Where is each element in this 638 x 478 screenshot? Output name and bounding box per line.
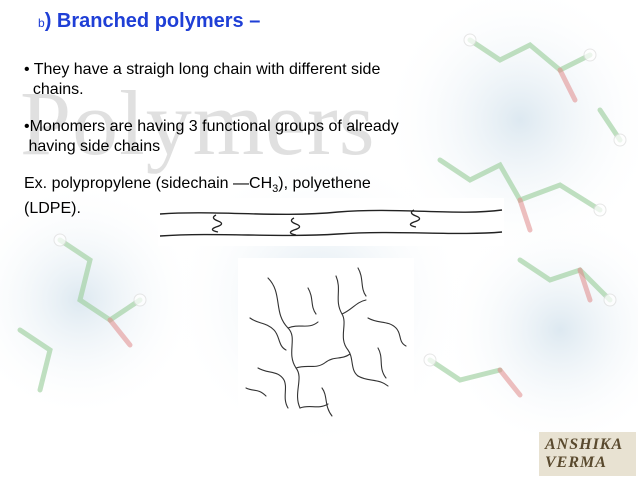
- watermark-text: Polymers: [20, 72, 376, 174]
- branched-chain-diagram: [158, 198, 504, 246]
- example-after: ), polyethene: [278, 175, 371, 192]
- example-line1: Ex. polypropylene (sidechain —CH3), poly…: [24, 174, 371, 199]
- author-logo: ANSHIKA VERMA: [539, 432, 636, 476]
- logo-line2: VERMA: [545, 454, 607, 471]
- bullet-monomers: •Monomers are having 3 functional groups…: [24, 117, 399, 157]
- title-text: ) Branched polymers –: [44, 10, 261, 32]
- logo-line1: ANSHIKA: [545, 436, 624, 453]
- branched-network-diagram: [238, 258, 414, 430]
- bullet2-line2: having side chains: [24, 138, 161, 155]
- title-prefix: b: [38, 16, 45, 30]
- example-text: Ex. polypropylene (sidechain —CH3), poly…: [24, 174, 371, 219]
- slide-title: b) Branched polymers –: [38, 10, 260, 33]
- bullet2-line1: •Monomers are having 3 functional groups…: [24, 118, 399, 135]
- example-subscript: 3: [272, 183, 279, 196]
- bullet-side-chains: • They have a straigh long chain with di…: [24, 60, 380, 100]
- example-line2: (LDPE).: [24, 200, 81, 218]
- example-before: Ex. polypropylene (sidechain —CH: [24, 175, 273, 192]
- bullet1-line2: chains.: [24, 81, 84, 98]
- bullet1-line1: • They have a straigh long chain with di…: [24, 61, 381, 78]
